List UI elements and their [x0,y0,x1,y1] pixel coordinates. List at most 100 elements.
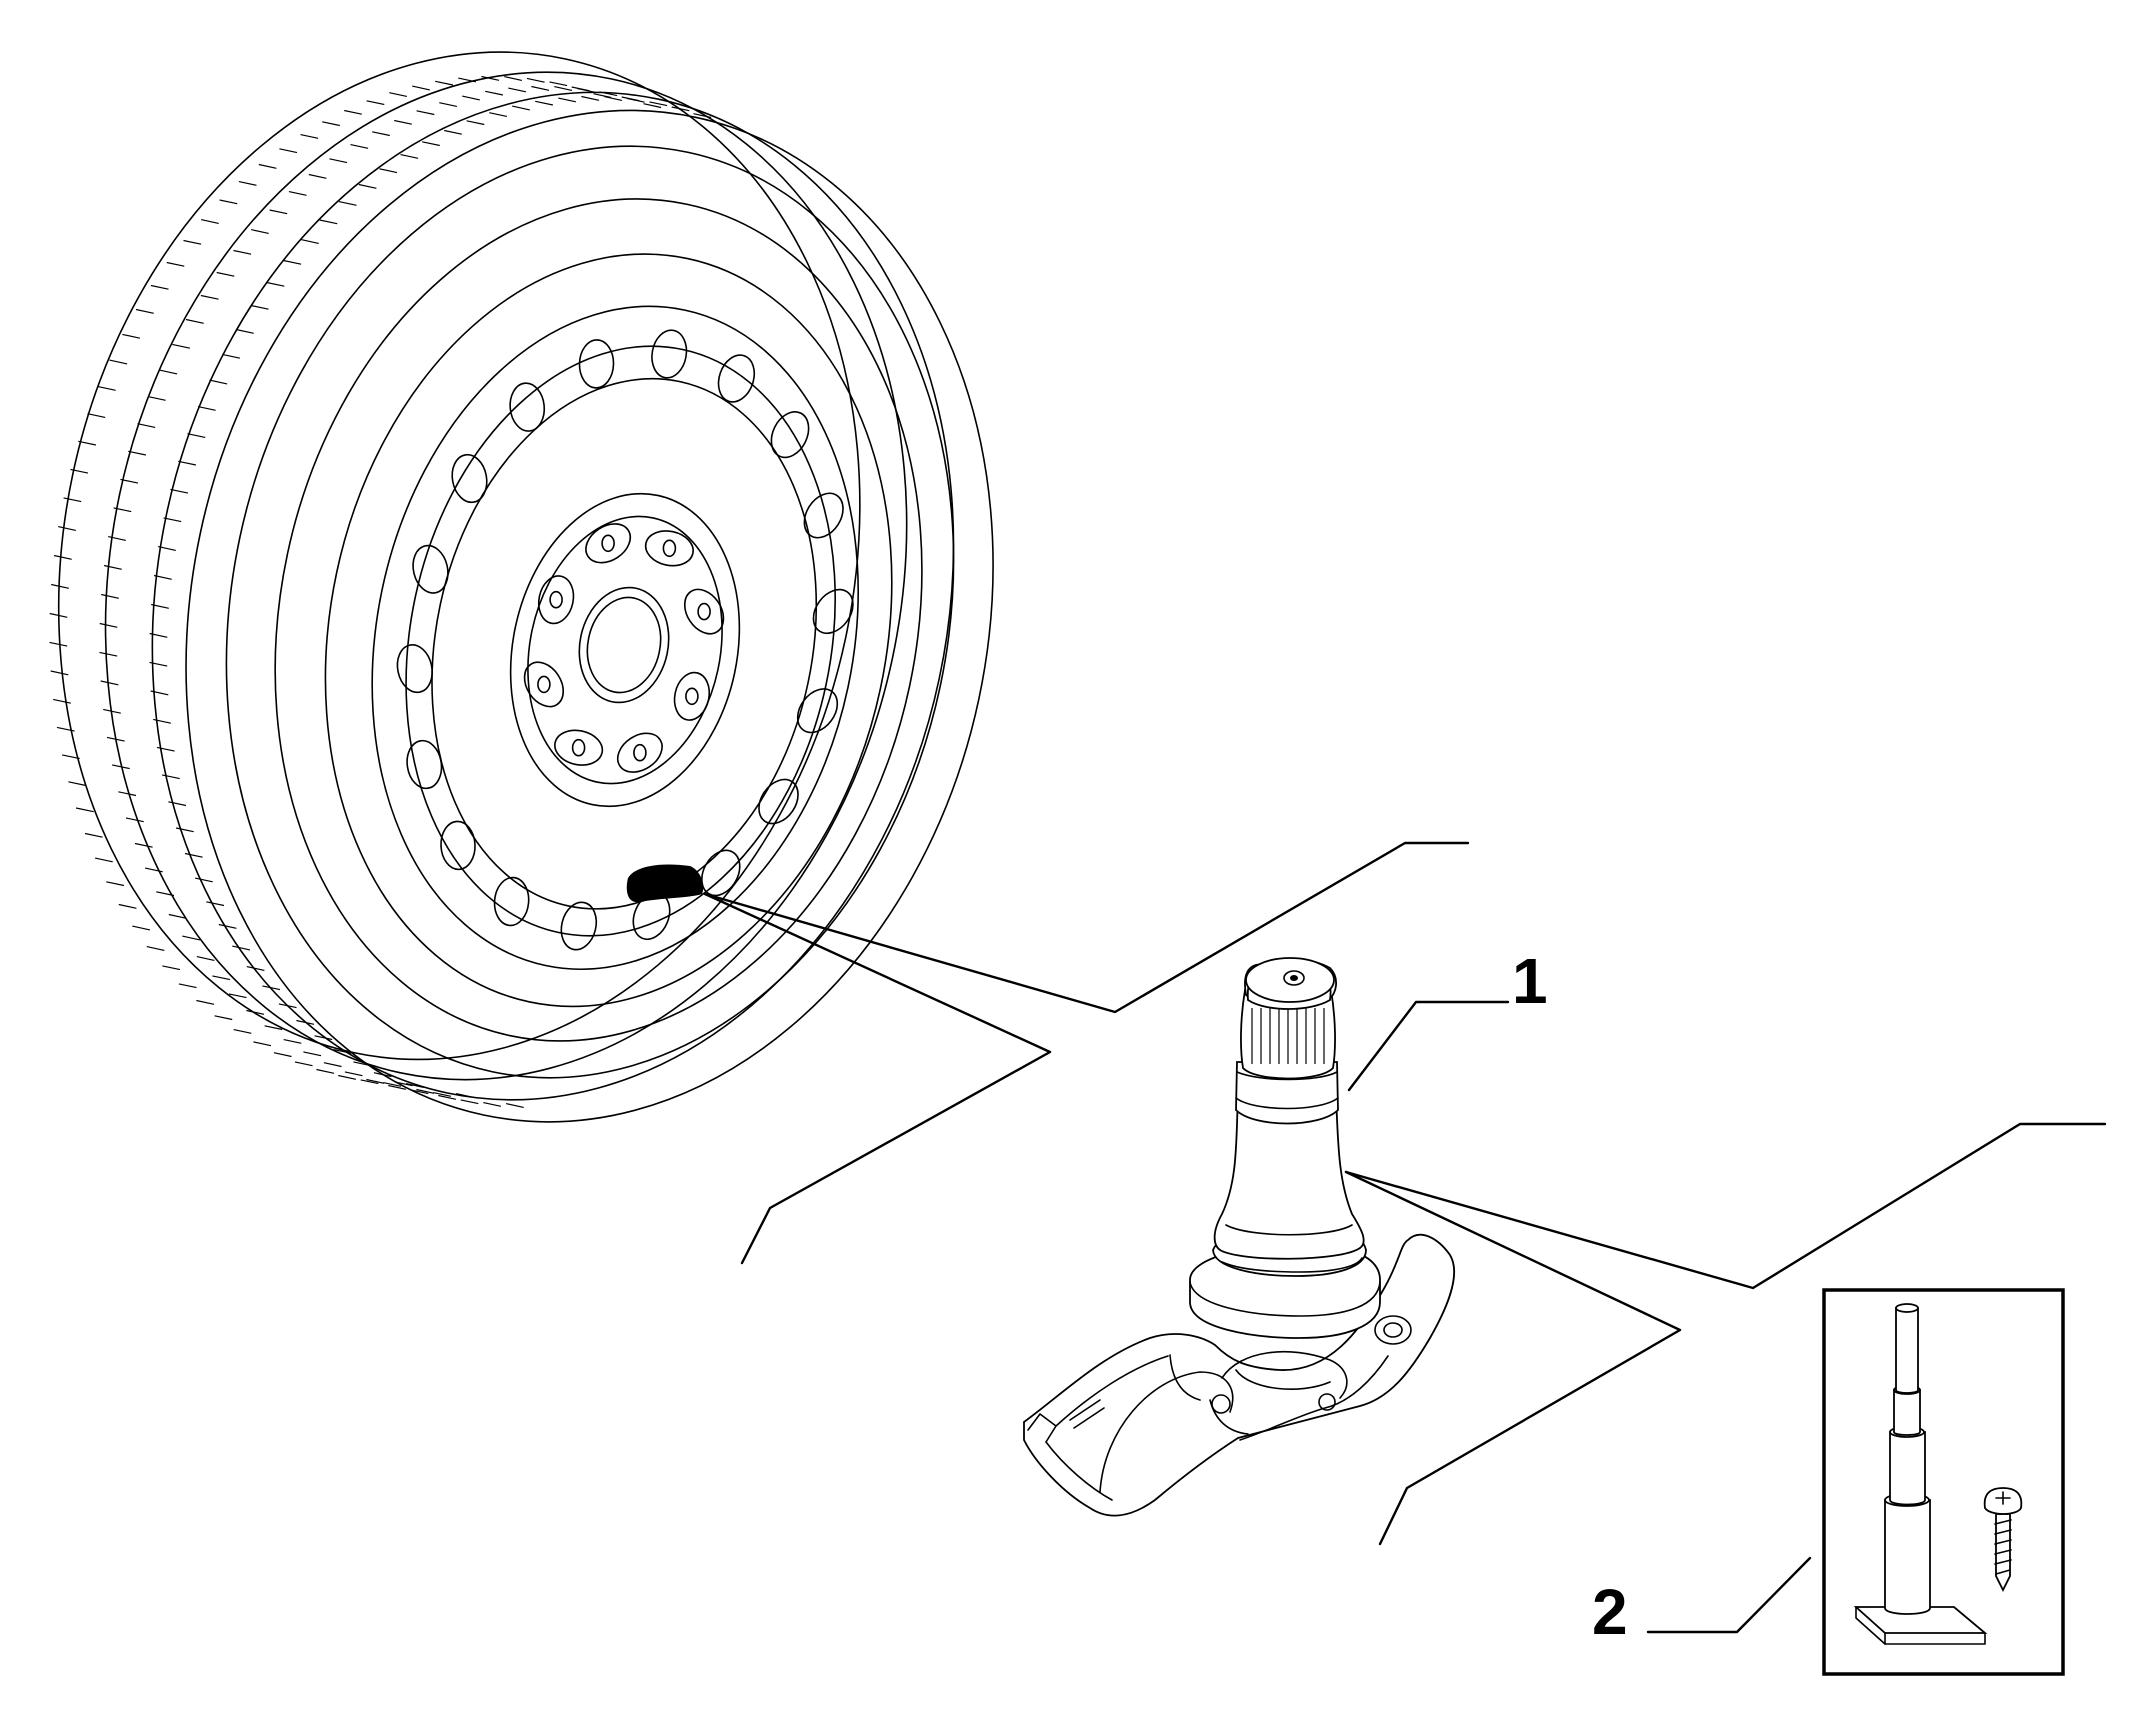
tread-mark [218,923,237,929]
tread-mark [100,680,119,686]
tread-mark [78,440,97,446]
tread-mark [489,112,508,117]
tread-mark [433,1092,452,1097]
tread-mark [316,1068,335,1074]
tread-mark [99,622,118,628]
vent-hole [451,453,488,504]
tread-mark [358,183,377,189]
tread-mark [97,386,116,391]
wheel-assembly [49,51,994,1123]
tread-mark [300,239,319,244]
tread-mark [485,90,504,96]
tread-mark [264,1025,283,1031]
tread-mark [118,903,137,909]
vent-hole [396,644,433,694]
lug-boss [537,575,575,625]
tread-mark [455,1093,474,1098]
tread-mark [269,209,288,215]
tread-mark [400,154,419,159]
tread-mark [132,925,151,931]
tread-mark [109,359,128,365]
vent-hole [578,339,615,389]
cap-knurling [1251,1008,1325,1064]
tread-mark [526,77,545,83]
rim-vent-holes [396,329,854,951]
vent-hole [717,354,756,403]
tread-mark [394,1081,413,1087]
tread-mark [388,1084,407,1090]
lug-hole [601,534,615,553]
lug-hole [662,539,677,558]
tread-mark [228,993,247,999]
callout-1-label: 1 [1512,945,1548,1017]
tread-mark [162,965,181,971]
tread-mark [250,229,269,234]
tread-mark [344,1071,363,1077]
wheel-hub [509,492,741,808]
tread-mark [458,77,477,83]
tread-mark [84,832,103,838]
tread-mark [147,396,166,401]
vent-hole [406,739,443,790]
tread-mark [122,333,141,339]
lug-boss [673,671,711,721]
tread-mark [149,661,168,667]
tread-mark [53,554,72,560]
tread-mark [233,1029,252,1034]
tread-mark [108,536,126,541]
tread-mark [219,199,238,205]
tread-mark [103,708,121,714]
lug-hole [537,675,551,694]
tread-mark [338,1074,357,1080]
tread-mark [103,564,122,570]
tread-mark [246,1009,265,1015]
tread-mark [531,85,550,91]
tread-mark [554,86,573,91]
tread-mark [196,956,215,961]
tread-mark [137,423,156,428]
tread-mark [246,966,265,971]
tread-mark [51,583,69,589]
vent-hole [440,820,476,871]
tread-mark [166,261,185,267]
lug-boss [616,732,663,773]
tread-mark [178,983,197,989]
vent-hole [493,876,530,927]
tread-mark [262,985,281,991]
tread-mark [329,158,348,164]
tread-mark [643,103,662,109]
tread-mark [156,746,175,752]
vent-hole [412,544,449,594]
tread-mark [175,827,194,833]
tread-mark [187,433,206,438]
vent-hole [651,329,688,379]
tread-mark [576,87,595,93]
tread-mark [296,1019,315,1025]
tread-mark [163,517,182,523]
tread-mark [68,781,87,787]
tread-mark [604,96,623,101]
lug-hole [549,590,563,609]
tread-mark [323,1062,342,1068]
tread-mark [125,817,144,823]
lug-hole [633,743,647,762]
vent-hole [803,492,844,539]
tread-mark [266,281,285,287]
tread-mark [146,946,165,951]
tread-mark [53,698,71,704]
tread-mark [75,807,94,813]
tread-mark [170,488,189,494]
tread-mark [153,574,172,580]
tread-mark [144,867,163,873]
lug-hole [685,687,699,706]
tread-mark [444,129,462,135]
tread-mark [379,168,398,174]
vent-hole [758,778,799,825]
vent-hole [812,588,854,635]
tread-mark [549,81,568,87]
tread-mark [63,497,82,503]
tread-mark [389,92,408,97]
tread-mark [412,85,430,91]
valve-stem-on-wheel [626,864,704,903]
tread-mark [212,975,231,981]
